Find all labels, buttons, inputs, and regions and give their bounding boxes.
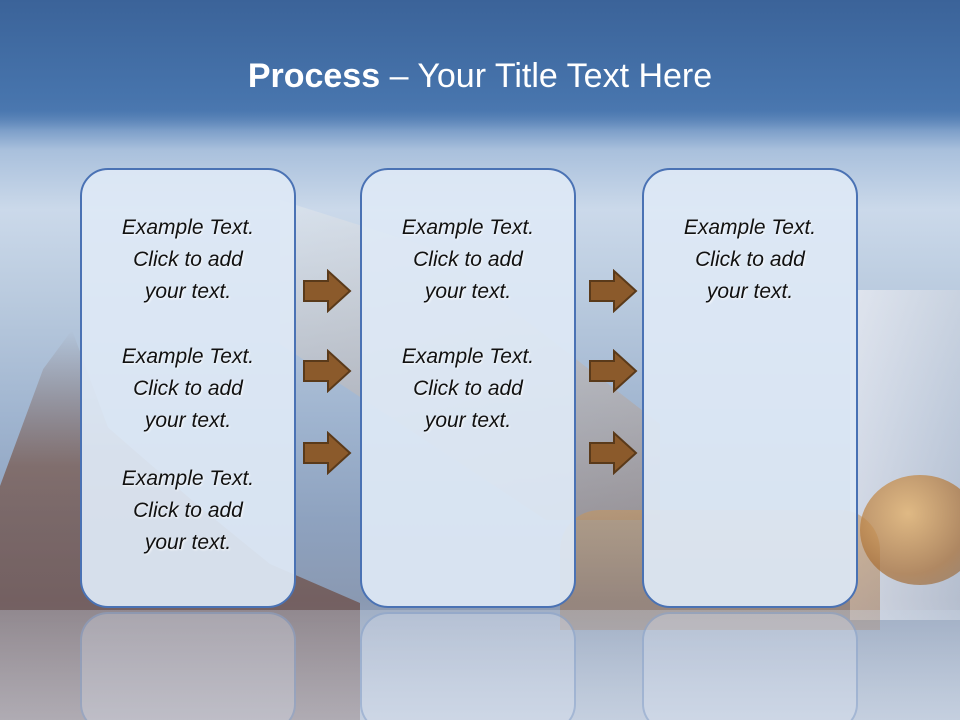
text-line: your text.: [424, 409, 512, 432]
title-banner: [0, 0, 960, 130]
box-reflection: [360, 612, 576, 720]
process-box-2[interactable]: Example Text. Click to add your text. Ex…: [360, 168, 576, 608]
right-arrow-icon[interactable]: [588, 431, 638, 475]
process-box-3[interactable]: Example Text. Click to add your text.: [642, 168, 858, 608]
text-line: your text.: [144, 280, 232, 303]
text-line: Click to add: [133, 248, 243, 271]
text-line: your text.: [706, 280, 794, 303]
right-arrow-icon[interactable]: [302, 431, 352, 475]
right-arrow-icon[interactable]: [588, 269, 638, 313]
text-block[interactable]: Example Text. Click to add your text.: [362, 341, 574, 437]
text-line: Click to add: [133, 499, 243, 522]
text-block[interactable]: Example Text. Click to add your text.: [644, 212, 856, 308]
text-line: your text.: [424, 280, 512, 303]
text-line: Click to add: [413, 377, 523, 400]
right-arrow-icon[interactable]: [302, 349, 352, 393]
text-line: Example Text.: [121, 467, 255, 490]
text-line: Click to add: [413, 248, 523, 271]
box-reflection: [80, 612, 296, 720]
text-block[interactable]: Example Text. Click to add your text.: [82, 341, 294, 437]
slide-title[interactable]: Process – Your Title Text Here: [0, 56, 960, 96]
text-line: your text.: [144, 409, 232, 432]
right-arrow-icon[interactable]: [588, 349, 638, 393]
box-reflection: [642, 612, 858, 720]
text-line: Example Text.: [401, 216, 535, 239]
text-block[interactable]: Example Text. Click to add your text.: [82, 212, 294, 308]
title-bold: Process: [247, 57, 381, 95]
text-line: Click to add: [695, 248, 805, 271]
title-rest: – Your Title Text Here: [389, 57, 713, 95]
text-line: Example Text.: [121, 216, 255, 239]
text-line: Click to add: [133, 377, 243, 400]
text-line: Example Text.: [683, 216, 817, 239]
text-block[interactable]: Example Text. Click to add your text.: [82, 463, 294, 559]
reflection-overlay: [0, 610, 960, 720]
process-box-1[interactable]: Example Text. Click to add your text. Ex…: [80, 168, 296, 608]
text-line: your text.: [144, 531, 232, 554]
right-arrow-icon[interactable]: [302, 269, 352, 313]
golden-dome-shape: [860, 475, 960, 585]
text-line: Example Text.: [401, 345, 535, 368]
text-line: Example Text.: [121, 345, 255, 368]
text-block[interactable]: Example Text. Click to add your text.: [362, 212, 574, 308]
